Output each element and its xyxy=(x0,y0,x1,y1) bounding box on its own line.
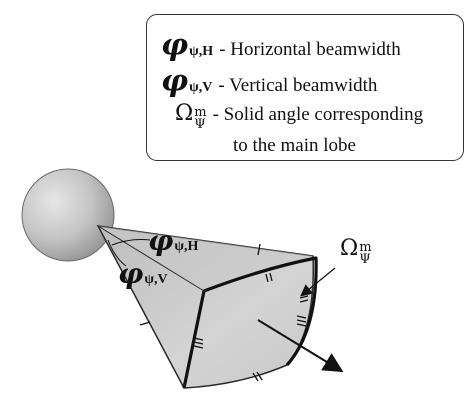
omega-pointer-arrow xyxy=(300,267,336,297)
omega-superscript: m xyxy=(194,105,207,120)
omega-scripts: m Ψ xyxy=(194,105,207,132)
phi-v-symbol: φ xyxy=(161,64,189,99)
horizontal-angle-arc xyxy=(111,239,151,246)
vertical-angle-arc xyxy=(107,239,127,267)
legend-row-omega: Ω m Ψ - Solid angle corresponding xyxy=(175,103,423,135)
omega-subscript: Ψ xyxy=(194,117,206,132)
edge-ticks xyxy=(139,243,309,382)
figure-omega-scripts: m Ψ xyxy=(359,240,372,267)
figure-omega-superscript: m xyxy=(359,240,372,255)
cone-edge-to-face xyxy=(97,225,205,292)
figure-phi-v-symbol: φ xyxy=(118,257,144,290)
figure-label-omega: Ω m Ψ xyxy=(340,238,372,270)
solid-angle-face-edges xyxy=(182,256,318,389)
figure-phi-h-subscript: ψ,H xyxy=(174,239,199,254)
figure-phi-v-subscript: ψ,V xyxy=(144,272,168,287)
omega-symbol: Ω xyxy=(175,101,194,126)
phi-v-subscript: ψ,V xyxy=(189,80,213,95)
figure-omega-subscript: Ψ xyxy=(359,252,371,267)
solid-angle-text-line1: - Solid angle corresponding xyxy=(212,104,424,125)
figure-phi-h-symbol: φ xyxy=(148,224,174,257)
phi-h-subscript: ψ,H xyxy=(189,44,214,59)
cone-top-face xyxy=(98,226,313,291)
vertical-beamwidth-text: - Vertical beamwidth xyxy=(218,75,378,96)
beam-direction-arrow xyxy=(257,319,344,373)
horizontal-beamwidth-text: - Horizontal beamwidth xyxy=(219,39,401,60)
solid-angle-text-line2: to the main lobe xyxy=(233,135,356,156)
phi-h-symbol: φ xyxy=(161,28,189,63)
antenna-sphere xyxy=(21,168,115,262)
figure-omega-symbol: Ω xyxy=(340,236,359,261)
